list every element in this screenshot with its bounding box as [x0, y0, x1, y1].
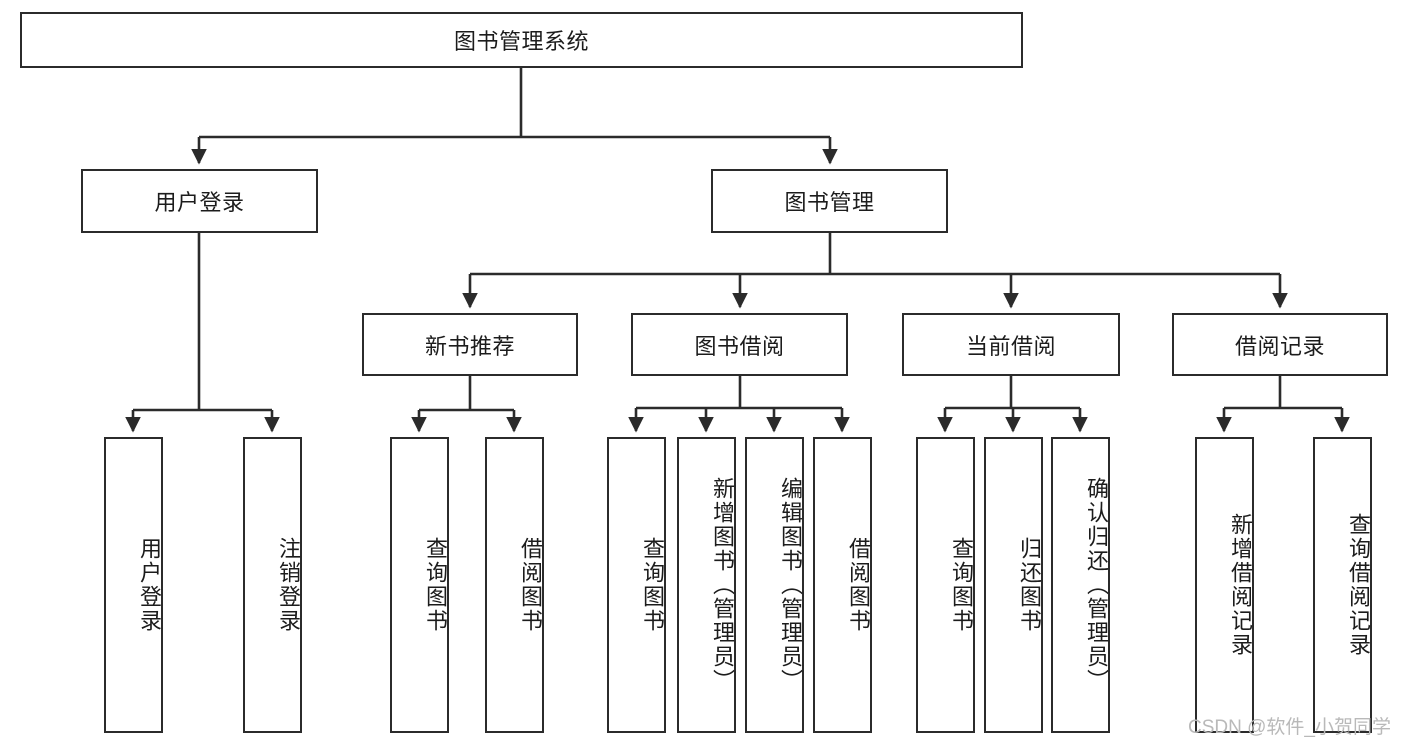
- csdn-watermark: CSDN @软件_小贺同学: [1188, 717, 1391, 738]
- node-leaf-query-record[interactable]: 查询借阅记录: [1313, 437, 1372, 733]
- node-leaf-return-book[interactable]: 归还图书: [984, 437, 1043, 733]
- node-leaf-user-login[interactable]: 用户登录: [104, 437, 163, 733]
- node-leaf-add-record[interactable]: 新增借阅记录: [1195, 437, 1254, 733]
- node-user-login[interactable]: 用户登录: [81, 169, 318, 233]
- node-leaf-confirm-return[interactable]: 确认归还（管理员）: [1051, 437, 1110, 733]
- node-new-book-rec[interactable]: 新书推荐: [362, 313, 578, 376]
- node-leaf-borrow-book-2[interactable]: 借阅图书: [813, 437, 872, 733]
- node-label: 注销登录: [276, 537, 301, 633]
- node-label: 借阅图书: [518, 537, 543, 633]
- node-leaf-edit-book[interactable]: 编辑图书（管理员）: [745, 437, 804, 733]
- node-label: 编辑图书（管理员）: [778, 477, 803, 693]
- node-label: 查询图书: [423, 537, 448, 633]
- node-label: 图书借阅: [694, 333, 785, 359]
- node-label: 用户登录: [137, 537, 162, 633]
- node-leaf-query-book-2[interactable]: 查询图书: [607, 437, 666, 733]
- node-leaf-logout[interactable]: 注销登录: [243, 437, 302, 733]
- node-book-manage[interactable]: 图书管理: [711, 169, 948, 233]
- node-root[interactable]: 图书管理系统: [20, 12, 1023, 68]
- node-label: 查询图书: [640, 537, 665, 633]
- node-label: 归还图书: [1017, 537, 1042, 633]
- node-label: 新增图书（管理员）: [710, 477, 735, 693]
- node-current-borrow[interactable]: 当前借阅: [902, 313, 1120, 376]
- node-leaf-borrow-book-1[interactable]: 借阅图书: [485, 437, 544, 733]
- node-borrow-record[interactable]: 借阅记录: [1172, 313, 1388, 376]
- node-label: 确认归还（管理员）: [1084, 477, 1109, 693]
- node-label: 查询借阅记录: [1346, 513, 1371, 657]
- node-label: 用户登录: [154, 190, 245, 215]
- node-label: 查询图书: [949, 537, 974, 633]
- node-label: 借阅图书: [846, 537, 871, 633]
- node-label: 图书管理系统: [453, 29, 589, 54]
- node-label: 新增借阅记录: [1228, 513, 1253, 657]
- node-label: 图书管理: [784, 190, 875, 215]
- node-label: 借阅记录: [1234, 333, 1325, 359]
- node-leaf-query-book-1[interactable]: 查询图书: [390, 437, 449, 733]
- node-leaf-add-book[interactable]: 新增图书（管理员）: [677, 437, 736, 733]
- node-label: 当前借阅: [965, 333, 1056, 359]
- node-book-borrow[interactable]: 图书借阅: [631, 313, 848, 376]
- node-label: 新书推荐: [424, 333, 515, 359]
- node-leaf-query-book-3[interactable]: 查询图书: [916, 437, 975, 733]
